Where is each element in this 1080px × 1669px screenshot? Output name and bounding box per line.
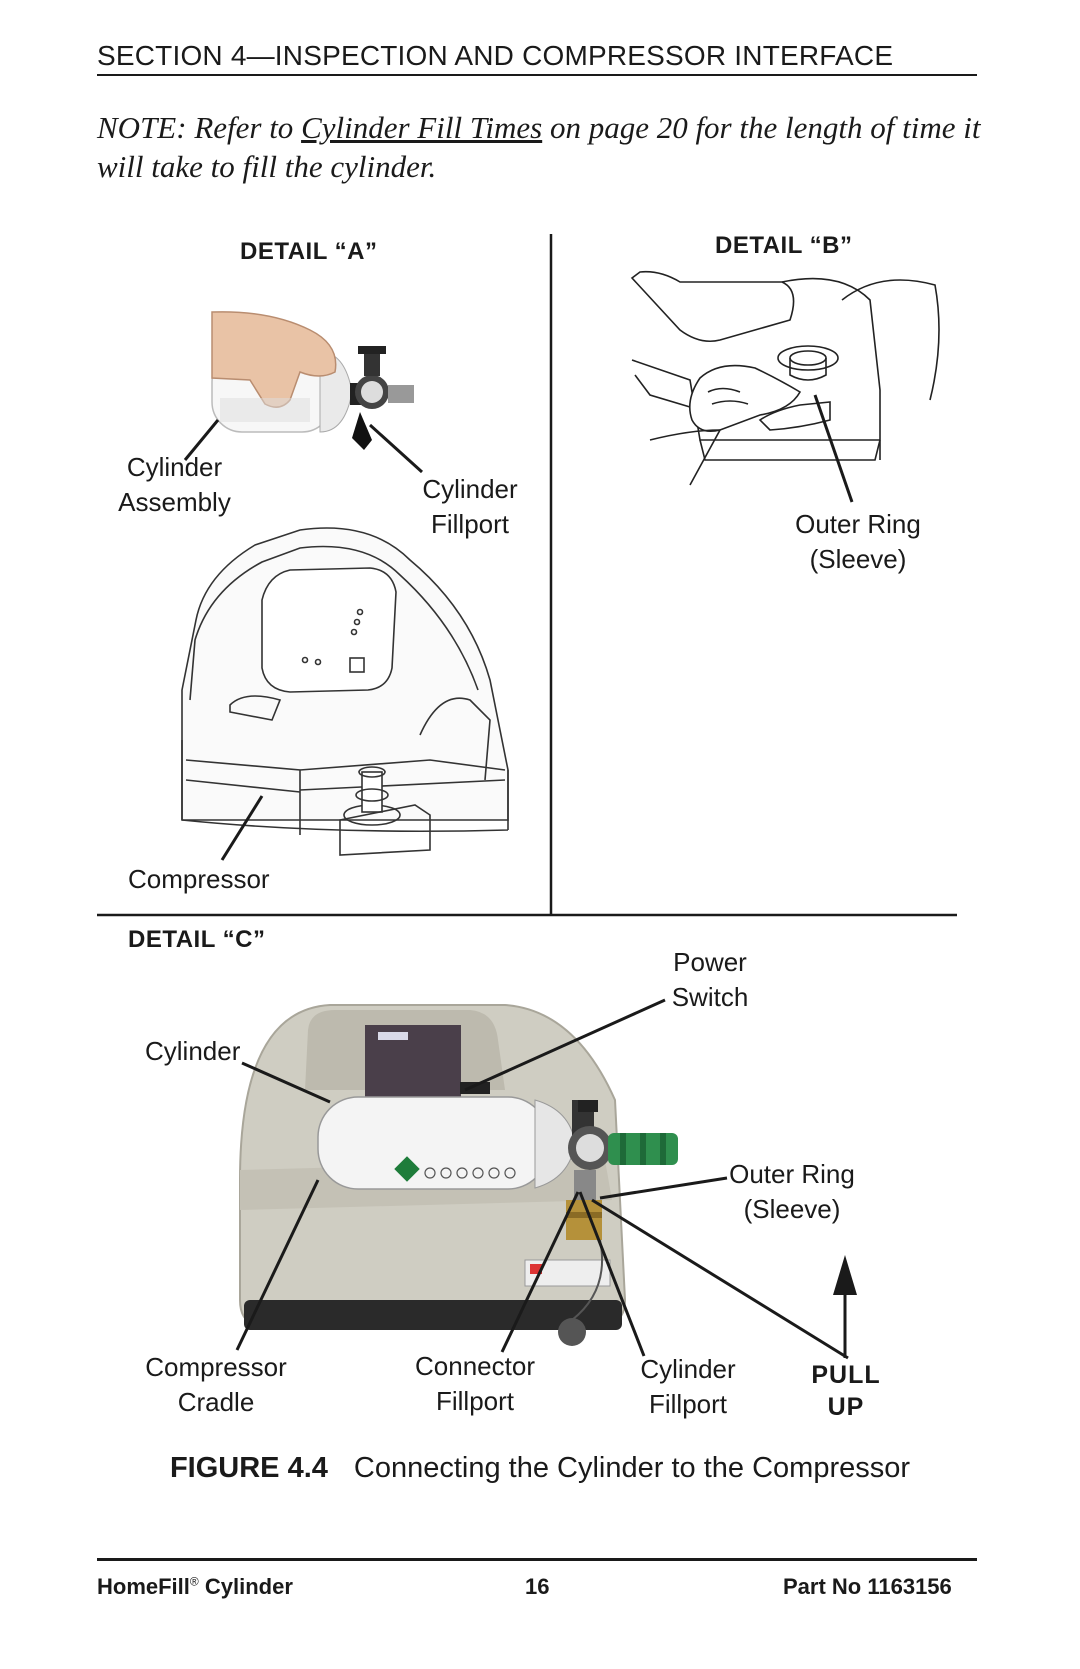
detail-a-heading: DETAIL “A” — [240, 238, 378, 265]
note-reference-link[interactable]: Cylinder Fill Times — [301, 110, 543, 145]
note-text: NOTE: Refer to Cylinder Fill Times on pa… — [97, 108, 997, 186]
footer-product: HomeFill® Cylinder — [97, 1574, 293, 1599]
detail-b-outer-ring-label: Outer Ring(Sleeve) — [795, 509, 921, 574]
note-prefix: NOTE: Refer to — [97, 110, 302, 145]
note-suffix: on page 20 for the length of time it wil… — [97, 110, 981, 184]
cylinder-photo — [317, 1096, 576, 1190]
detail-b-heading: DETAIL “B” — [715, 232, 853, 259]
figure-title: Connecting the Cylinder to the Compresso… — [353, 1452, 911, 1484]
detail-c-heading: DETAIL “C” — [128, 926, 266, 953]
footer-rule — [97, 1558, 977, 1561]
section-title: SECTION 4—INSPECTION AND COMPRESSOR INTE… — [97, 40, 894, 71]
detail-c-outer-ring-label: Outer Ring(Sleeve) — [729, 1159, 855, 1224]
pull-up-arrow — [833, 1255, 857, 1295]
compressor-drawing — [181, 527, 509, 856]
regulator-photo — [558, 1100, 678, 1346]
cylinder-assembly-photo — [211, 311, 414, 450]
detail-c-cylinder-label: Cylinder — [145, 1036, 241, 1066]
header-rule — [97, 74, 977, 76]
figure-number: FIGURE 4.4 — [169, 1452, 328, 1484]
outer-ring-drawing — [630, 270, 940, 486]
footer-part-number: Part No 1163156 — [783, 1574, 952, 1599]
registered-mark: ® — [189, 1574, 199, 1589]
compressor-label: Compressor — [128, 864, 270, 894]
figure-caption: FIGURE 4.4 Connecting the Cylinder to the… — [0, 1452, 1080, 1485]
footer-page-number: 16 — [525, 1574, 550, 1599]
